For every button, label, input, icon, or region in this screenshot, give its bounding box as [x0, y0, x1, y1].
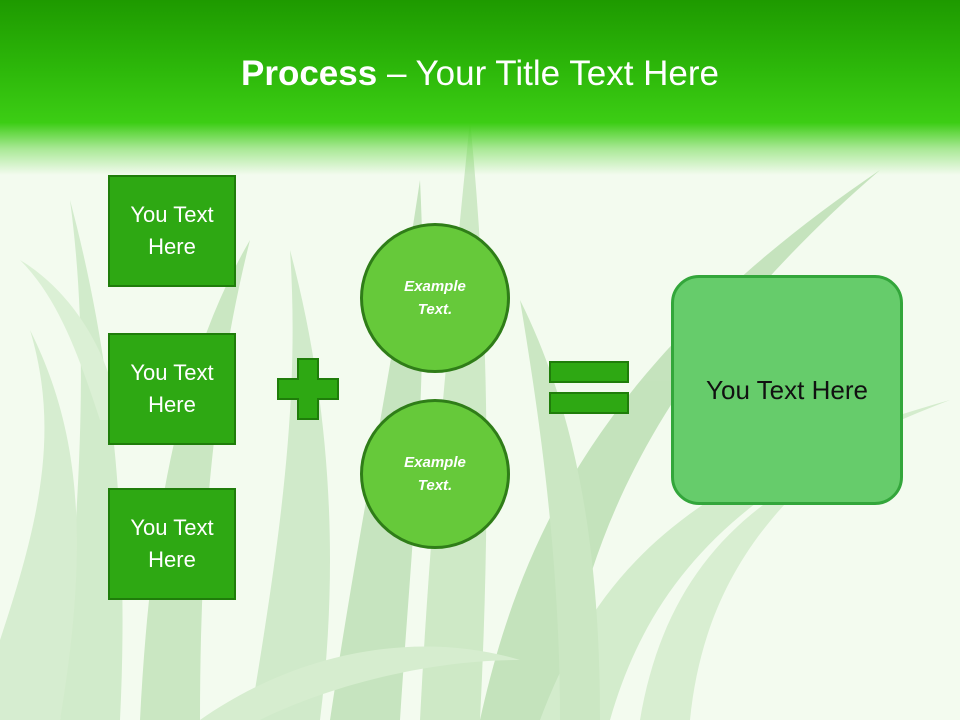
title-bar	[0, 0, 960, 175]
text-box-1-line1: You Text	[130, 202, 214, 227]
example-circle-2-line2: Text.	[417, 477, 453, 494]
title-bold: Process	[241, 54, 378, 93]
text-box-2-line2: Here	[148, 392, 196, 417]
example-circle-1-line1: Example	[404, 278, 466, 295]
equals-icon	[549, 361, 629, 414]
text-box-3-line1: You Text	[130, 515, 214, 540]
example-circle-1-line2: Text.	[417, 301, 453, 318]
result-text: You Text Here	[706, 374, 868, 405]
slide-title: Process – Your Title Text Here	[0, 52, 960, 96]
plus-icon	[277, 358, 339, 420]
example-circle-1[interactable]: Example Text.	[360, 223, 510, 373]
result-box[interactable]: You Text Here	[671, 275, 903, 505]
title-rest: – Your Title Text Here	[377, 54, 719, 93]
text-box-1[interactable]: You Text Here	[108, 175, 236, 287]
text-box-2[interactable]: You Text Here	[108, 333, 236, 445]
text-box-3-line2: Here	[148, 547, 196, 572]
text-box-2-line1: You Text	[130, 360, 214, 385]
example-circle-2-line1: Example	[404, 454, 466, 471]
text-box-1-line2: Here	[148, 234, 196, 259]
example-circle-2[interactable]: Example Text.	[360, 399, 510, 549]
text-box-3[interactable]: You Text Here	[108, 488, 236, 600]
